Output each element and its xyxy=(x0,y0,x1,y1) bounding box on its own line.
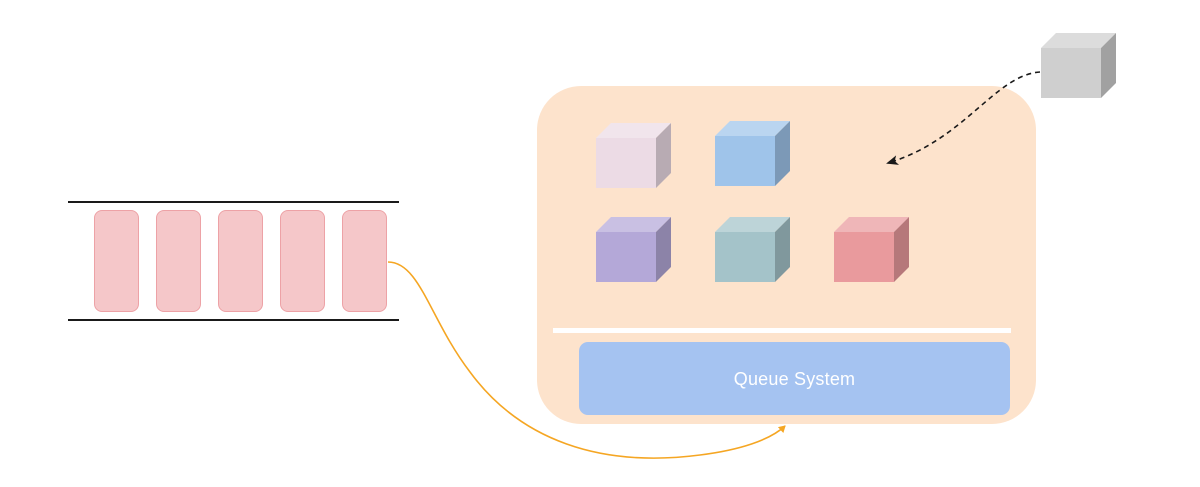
incoming-grey-cube-icon xyxy=(1041,33,1116,98)
cube-front-face xyxy=(715,232,775,282)
queue-slot-5 xyxy=(342,210,387,312)
pink-cube-icon xyxy=(596,123,671,188)
queue-bottom-border xyxy=(68,319,399,321)
cube-side-face xyxy=(894,217,909,282)
cube-top-face xyxy=(715,217,790,232)
purple-cube-icon xyxy=(596,217,671,282)
cube-top-face xyxy=(596,123,671,138)
cube-side-face xyxy=(775,121,790,186)
cube-top-face xyxy=(596,217,671,232)
cube-front-face xyxy=(715,136,775,186)
cube-side-face xyxy=(1101,33,1116,98)
cube-front-face xyxy=(834,232,894,282)
cube-top-face xyxy=(715,121,790,136)
cube-front-face xyxy=(1041,48,1101,98)
queue-system-label: Queue System xyxy=(733,369,856,389)
cube-front-face xyxy=(596,138,656,188)
cube-side-face xyxy=(656,123,671,188)
red-cube-icon xyxy=(834,217,909,282)
blue-cube-icon xyxy=(715,121,790,186)
queue-top-border xyxy=(68,201,399,203)
queue-slot-3 xyxy=(218,210,263,312)
cube-top-face xyxy=(1041,33,1116,48)
teal-cube-icon xyxy=(715,217,790,282)
cube-top-face xyxy=(834,217,909,232)
queue-system-bar: Queue System xyxy=(579,342,1010,415)
queue-slot-2 xyxy=(156,210,201,312)
system-divider xyxy=(553,328,1011,333)
cube-front-face xyxy=(596,232,656,282)
queue-slot-1 xyxy=(94,210,139,312)
queue-slot-4 xyxy=(280,210,325,312)
